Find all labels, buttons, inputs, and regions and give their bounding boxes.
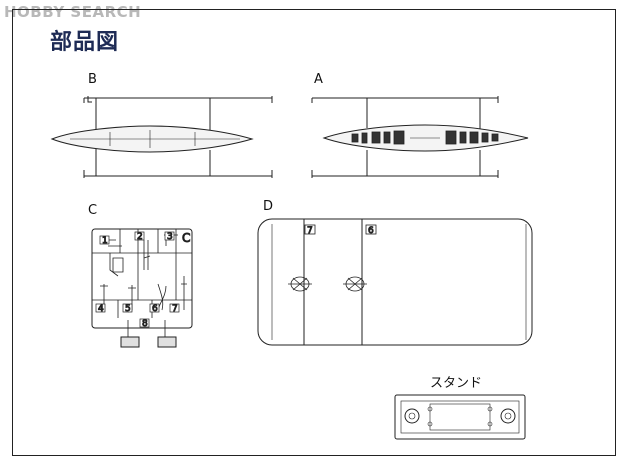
- sprue-a-label: A: [314, 72, 323, 87]
- propeller-part: [288, 276, 312, 292]
- sprue-c: 1 2 3 C 4 5 6 7 8: [91, 228, 193, 348]
- stand-label: スタンド: [430, 376, 483, 391]
- c-corner-tag: C: [182, 231, 190, 245]
- c-part-number: 7: [172, 304, 178, 314]
- sprue-d: 7 6: [257, 218, 533, 346]
- c-part-number: 6: [152, 304, 158, 314]
- stand-part: [394, 394, 526, 440]
- page-title: 部品図: [50, 30, 120, 55]
- stand-leg-left: [120, 336, 140, 348]
- c-part-number: 2: [137, 232, 143, 242]
- c-part-number: 3: [167, 232, 173, 242]
- c-part-number: 1: [102, 236, 108, 246]
- sprue-c-label: C: [88, 203, 98, 218]
- sprue-b: [50, 96, 273, 178]
- watermark-logo: HOBBY SEARCH: [4, 3, 142, 21]
- sprue-b-label: B: [88, 72, 97, 87]
- diagram-frame: [12, 9, 616, 456]
- sprue-d-label: D: [263, 199, 274, 214]
- c-part-number: 8: [142, 319, 148, 329]
- propeller-part: [343, 276, 367, 292]
- c-part-number: 4: [98, 304, 104, 314]
- d-part-number: 6: [368, 226, 374, 236]
- d-part-number: 7: [307, 226, 313, 236]
- c-part-number: 5: [125, 304, 131, 314]
- sprue-a: [311, 96, 529, 178]
- stand-leg-right: [157, 336, 177, 348]
